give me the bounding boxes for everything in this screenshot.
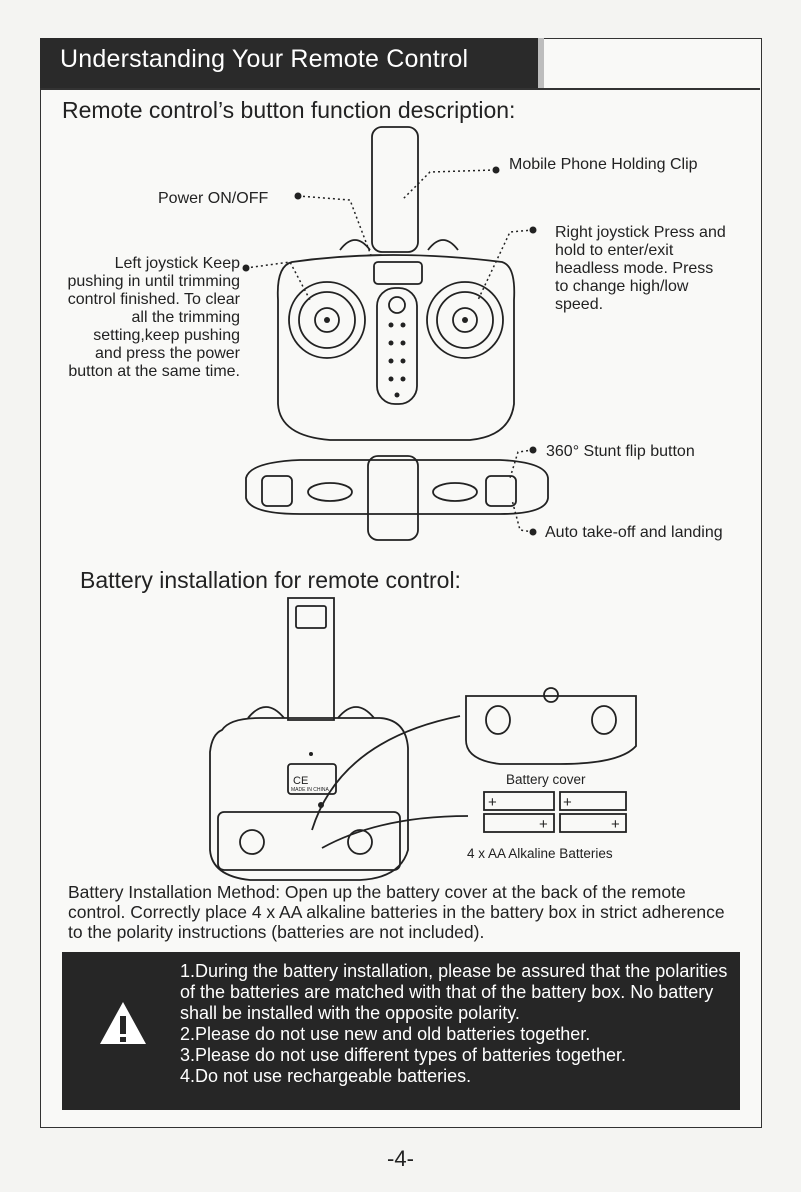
header-band: [40, 38, 544, 88]
caption-battery-cover: Battery cover: [506, 772, 586, 787]
page-frame: [40, 38, 762, 1128]
label-left-joystick: Left joystick Keep pushing in until trim…: [67, 255, 240, 380]
remote-body-shape: [276, 254, 516, 441]
remote-side-profile-shape: [245, 459, 549, 515]
warning-list: 1.During the battery installation, pleas…: [180, 961, 730, 1087]
battery-plus-1: +: [488, 794, 497, 811]
label-right-joystick: Right joystick Press and hold to enter/e…: [555, 224, 726, 313]
badge-ce: CE: [293, 775, 308, 787]
page-title: Understanding Your Remote Control: [60, 45, 469, 73]
badge-made: MADE IN CHINA: [291, 787, 329, 793]
battery-installation-method: Battery Installation Method: Open up the…: [68, 882, 725, 942]
label-auto-takeoff: Auto take-off and landing: [545, 524, 723, 541]
battery-plus-4: +: [611, 816, 620, 833]
warning-item: 1.During the battery installation, pleas…: [180, 961, 728, 1023]
warning-item: 2.Please do not use new and old batterie…: [180, 1024, 591, 1044]
label-phone-clip: Mobile Phone Holding Clip: [509, 156, 698, 173]
warning-box: [62, 952, 740, 1110]
warning-item: 3.Please do not use different types of b…: [180, 1045, 626, 1065]
header-rule: [40, 88, 760, 90]
phone-clip-shape: [371, 126, 419, 253]
section-heading-battery: Battery installation for remote control:: [80, 567, 461, 593]
warning-item: 4.Do not use rechargeable batteries.: [180, 1066, 472, 1086]
caption-batteries: 4 x AA Alkaline Batteries: [467, 846, 613, 861]
battery-plus-2: +: [563, 794, 572, 811]
label-stunt-flip: 360° Stunt flip button: [546, 443, 695, 460]
page-number: -4-: [387, 1146, 414, 1171]
label-power: Power ON/OFF: [158, 190, 269, 207]
warning-triangle-icon: [100, 1002, 146, 1044]
section-heading-buttons: Remote control’s button function descrip…: [62, 97, 516, 123]
battery-plus-3: +: [539, 816, 548, 833]
